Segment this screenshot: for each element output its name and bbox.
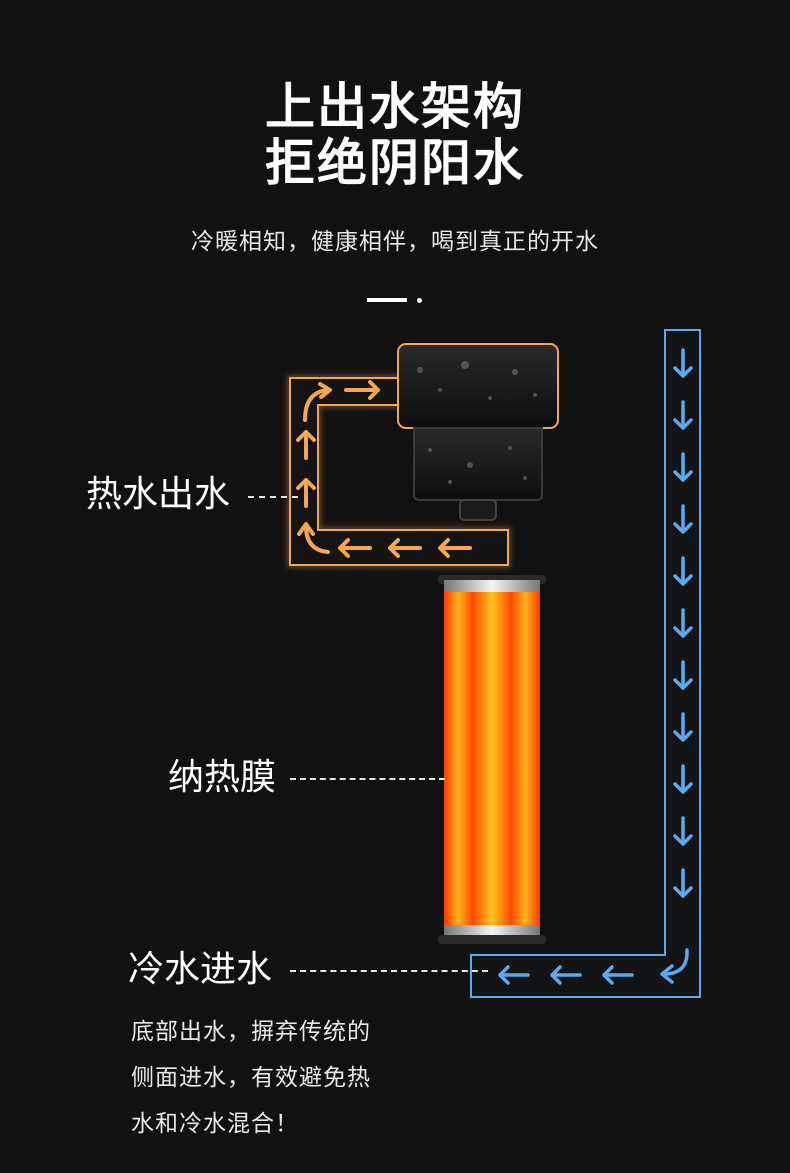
membrane-leader-line (290, 778, 445, 780)
arrow-icon (673, 452, 693, 482)
divider-dot (417, 298, 422, 303)
section-divider (367, 298, 427, 304)
arrow-icon (303, 382, 332, 422)
note-line-3: 水和冷水混合！ (131, 1111, 299, 1137)
divider-bar (367, 298, 407, 302)
arrow-icon (673, 660, 693, 690)
arrow-icon (296, 478, 316, 508)
tank-bubbles (417, 361, 537, 484)
cold-water-in-label: 冷水进水 (128, 949, 273, 990)
note-line-1: 底部出水，摒弃传统的 (131, 1019, 371, 1045)
arrow-icon (602, 965, 634, 985)
arrow-icon (498, 965, 530, 985)
membrane-cartridge (438, 575, 546, 944)
hot-water-out-label: 热水出水 (86, 474, 231, 515)
cold-water-pipe (470, 329, 701, 998)
arrow-icon (673, 712, 693, 742)
title-line-1: 上出水架构 (265, 78, 525, 136)
arrow-icon (660, 948, 689, 984)
heating-tank (397, 343, 559, 521)
arrow-icon (673, 400, 693, 430)
hot-flow-arrows (296, 380, 472, 558)
arrow-icon (673, 816, 693, 846)
cold-water-leader-line (290, 970, 488, 972)
arrow-icon (673, 556, 693, 586)
arrow-icon (673, 764, 693, 794)
arrow-icon (673, 504, 693, 534)
arrow-icon (338, 538, 372, 558)
note-line-2: 侧面进水，有效避免热 (131, 1065, 371, 1091)
arrow-icon (296, 430, 316, 460)
arrow-icon (388, 538, 422, 558)
arrow-icon (344, 380, 380, 400)
subtitle: 冷暖相知，健康相伴，喝到真正的开水 (191, 229, 599, 255)
arrow-icon (673, 868, 693, 898)
arrow-icon (297, 522, 330, 554)
arrow-icon (673, 608, 693, 638)
title-line-2: 拒绝阴阳水 (265, 134, 525, 192)
arrow-icon (673, 348, 693, 378)
cold-flow-arrows (498, 348, 693, 985)
arrow-icon (438, 538, 472, 558)
membrane-label: 纳热膜 (168, 757, 277, 798)
arrow-icon (550, 965, 582, 985)
hot-water-leader-line (248, 496, 298, 498)
